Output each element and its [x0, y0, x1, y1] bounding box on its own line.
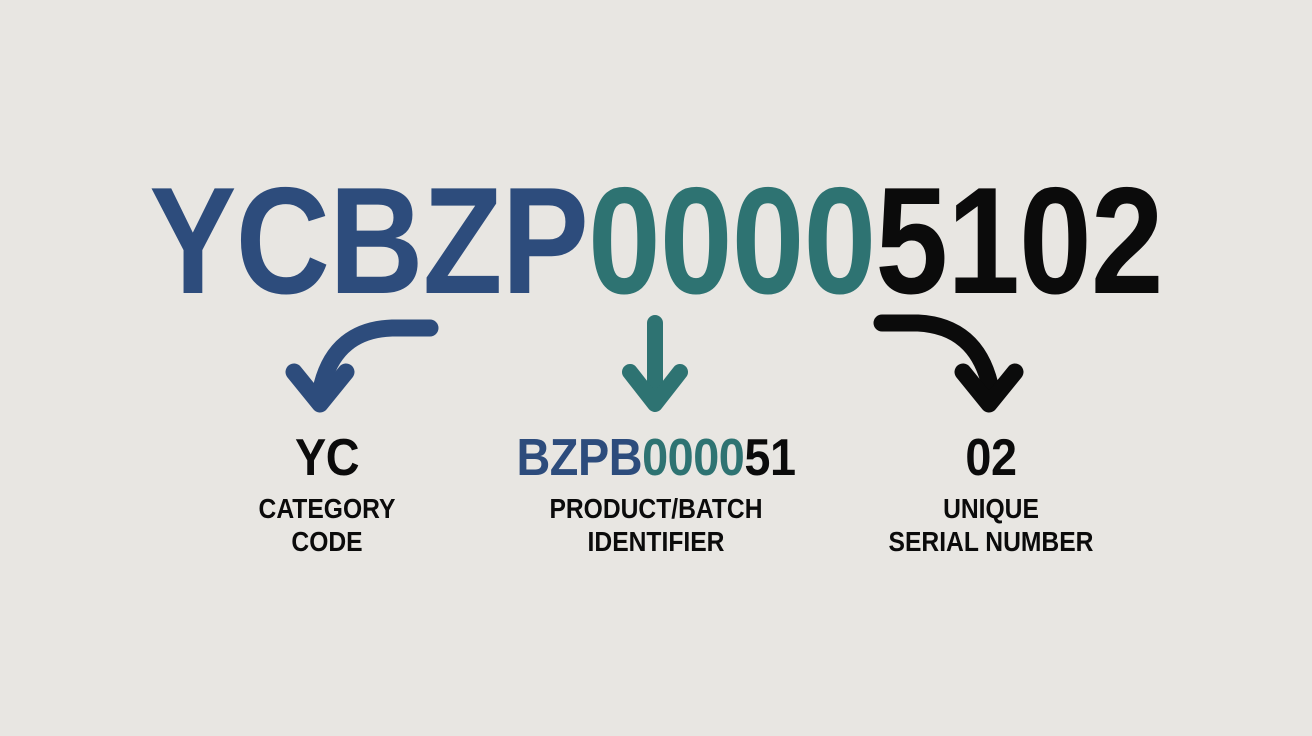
arrow-serial-number-icon	[873, 314, 1024, 413]
full-code-segment-serial: 5102	[875, 156, 1163, 326]
group-product-identifier: BZPB000051 PRODUCT/BATCH IDENTIFIER	[470, 430, 842, 558]
group-code-serial: 02	[866, 430, 1116, 486]
group-label-category: CATEGORY CODE	[212, 492, 443, 558]
group-category-code: YC CATEGORY CODE	[196, 430, 458, 558]
segment-groups: YC CATEGORY CODE BZPB000051 PRODUCT/BATC…	[0, 430, 1312, 590]
group-code-segment: 02	[965, 429, 1017, 487]
group-code-segment-zeros: 0000	[642, 429, 745, 487]
group-label-line1: PRODUCT/BATCH	[549, 493, 763, 524]
group-label-line1: UNIQUE	[943, 493, 1039, 524]
arrow-product-identifier-icon	[622, 315, 688, 412]
arrow-category-code-icon	[285, 319, 439, 413]
group-code-segment-prefix: BZPB	[516, 429, 643, 487]
full-code-display: YCBZP00005102	[92, 165, 1220, 317]
group-serial-number: 02 UNIQUE SERIAL NUMBER	[852, 430, 1130, 558]
group-code-segment-suffix: 51	[744, 429, 796, 487]
group-code-product: BZPB000051	[489, 430, 824, 486]
group-label-line1: CATEGORY	[258, 493, 396, 524]
full-code-segment-batch: 0000	[588, 156, 876, 326]
group-label-product: PRODUCT/BATCH IDENTIFIER	[492, 492, 819, 558]
group-label-serial: UNIQUE SERIAL NUMBER	[869, 492, 1114, 558]
full-code-segment-category: YCBZP	[149, 156, 589, 326]
group-label-line2: IDENTIFIER	[587, 526, 725, 557]
group-label-line2: CODE	[291, 526, 363, 557]
group-label-line2: SERIAL NUMBER	[888, 526, 1094, 557]
group-code-segment: YC	[294, 429, 360, 487]
group-code-category: YC	[209, 430, 445, 486]
